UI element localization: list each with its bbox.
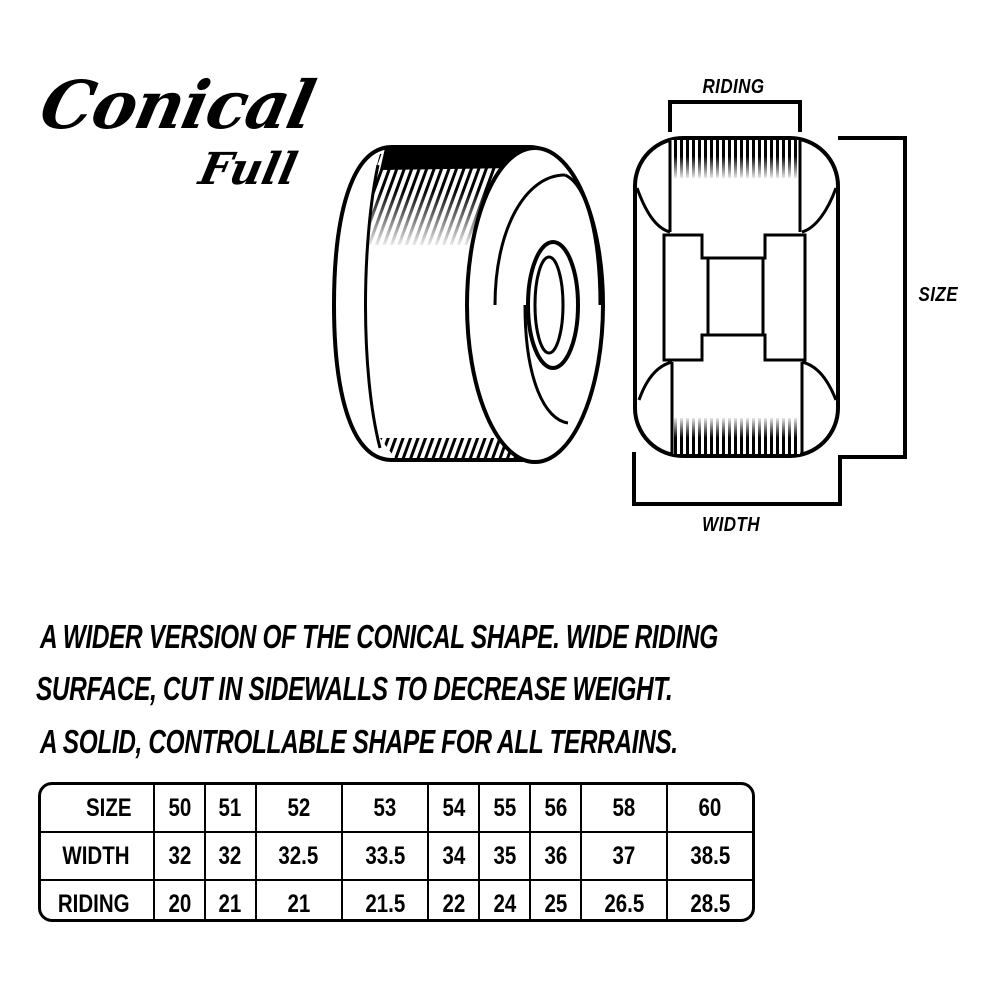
row-header: WIDTH (41, 831, 155, 881)
product-subtitle: Full (194, 144, 302, 195)
table-cell: 56 (529, 785, 582, 833)
spec-table: SIZE 50 51 52 53 54 55 56 58 60 WIDTH 32… (38, 782, 755, 922)
table-cell: 34 (427, 831, 481, 881)
table-row-size: SIZE 50 51 52 53 54 55 56 58 60 (41, 785, 752, 833)
table-cell: 32 (203, 831, 257, 881)
table-cell: 50 (153, 785, 206, 833)
riding-dimension-label: RIDING (702, 76, 765, 98)
table-cell: 54 (427, 785, 481, 833)
table-cell: 20 (153, 879, 206, 919)
description-line-3: A SOLID, CONTROLLABLE SHAPE FOR ALL TERR… (40, 723, 678, 760)
table-cell: 21 (203, 879, 257, 919)
table-cell: 22 (427, 879, 481, 919)
table-cell: 24 (478, 879, 532, 919)
description-line-2: SURFACE, CUT IN SIDEWALLS TO DECREASE WE… (36, 670, 673, 707)
table-cell: 28.5 (666, 879, 752, 919)
wheel-cross-section-icon (632, 100, 907, 506)
row-header: RIDING (41, 879, 155, 919)
size-dimension-label: SIZE (918, 284, 958, 306)
table-cell: 21.5 (341, 879, 430, 919)
table-cell: 32 (153, 831, 206, 881)
table-cell: 38.5 (666, 831, 752, 881)
row-header: SIZE (41, 785, 155, 833)
table-cell: 21 (254, 879, 344, 919)
table-cell: 51 (203, 785, 257, 833)
table-cell: 26.5 (579, 879, 669, 919)
table-cell: 55 (478, 785, 532, 833)
wheel-perspective-icon (331, 145, 605, 464)
table-cell: 37 (579, 831, 669, 881)
table-cell: 33.5 (341, 831, 430, 881)
table-row-width: WIDTH 32 32 32.5 33.5 34 35 36 37 38.5 (41, 831, 752, 881)
table-cell: 25 (529, 879, 582, 919)
table-row-riding: RIDING 20 21 21 21.5 22 24 25 26.5 28.5 (41, 879, 752, 919)
table-cell: 53 (341, 785, 430, 833)
width-dimension-label: WIDTH (702, 514, 760, 536)
table-cell: 58 (579, 785, 669, 833)
table-cell: 32.5 (254, 831, 344, 881)
table-cell: 35 (478, 831, 532, 881)
table-cell: 36 (529, 831, 582, 881)
description-line-1: A WIDER VERSION OF THE CONICAL SHAPE. WI… (40, 618, 718, 655)
table-cell: 52 (254, 785, 344, 833)
table-cell: 60 (666, 785, 752, 833)
product-title: Conical (33, 66, 321, 144)
